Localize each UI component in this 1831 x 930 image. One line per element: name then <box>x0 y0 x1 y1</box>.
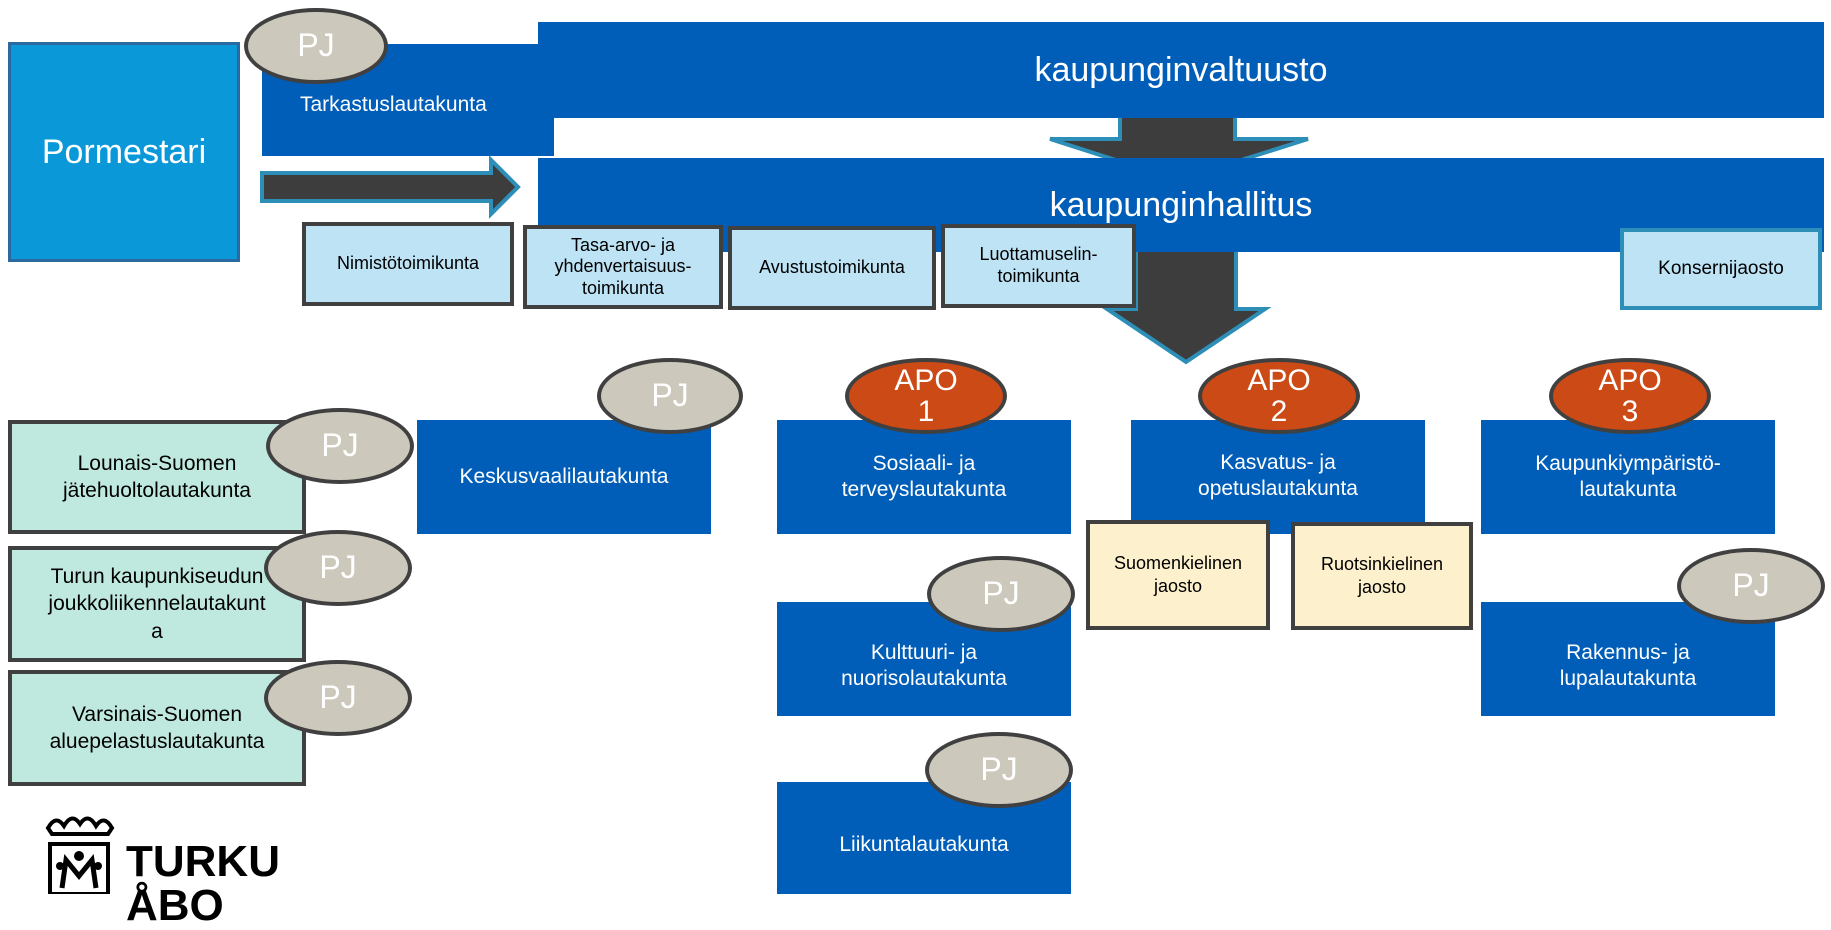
transport-line-3: a <box>151 619 163 643</box>
apo2-line-2: 2 <box>1270 395 1288 428</box>
apo3-badge: APO 3 <box>1549 358 1711 434</box>
sports-pj-badge: PJ <box>925 732 1073 808</box>
mayor-box: Pormestari <box>8 42 240 262</box>
education-board-box: Kasvatus- ja opetuslautakunta <box>1131 420 1425 534</box>
council-bar: kaupunginvaltuusto <box>538 22 1824 118</box>
finnish-division-box: Suomenkielinen jaosto <box>1086 520 1270 630</box>
group-committee-label: Konsernijaosto <box>1658 257 1784 279</box>
pj-label: PJ <box>651 377 689 414</box>
grants-committee-label: Avustustoimikunta <box>759 257 905 278</box>
logo-line-2: ÅBO <box>126 881 224 930</box>
rescue-line-1: Varsinais-Suomen <box>71 702 243 726</box>
trustees-committee-box: Luottamuselin- toimikunta <box>941 224 1136 308</box>
mayor-to-board-arrow <box>260 155 521 219</box>
names-committee-box: Nimistötoimikunta <box>302 222 514 306</box>
trustees-line-1: Luottamuselin- <box>979 244 1098 265</box>
culture-pj-badge: PJ <box>927 556 1075 632</box>
culture-line-1: Kulttuuri- ja <box>870 640 978 664</box>
trustees-line-2: toimikunta <box>997 266 1080 286</box>
apo1-badge: APO 1 <box>845 358 1007 434</box>
election-board-label: Keskusvaalilautakunta <box>459 464 669 488</box>
audit-pj-badge: PJ <box>244 8 388 84</box>
board-label: kaupunginhallitus <box>1049 185 1313 224</box>
turku-logo: TURKU ÅBO <box>42 808 292 928</box>
waste-pj-badge: PJ <box>266 408 414 484</box>
social-line-2: terveyslautakunta <box>841 478 1007 501</box>
social-board-box: Sosiaali- ja terveyslautakunta <box>777 420 1071 534</box>
building-line-2: lupalautakunta <box>1559 667 1697 690</box>
sports-board-label: Liikuntalautakunta <box>839 832 1009 856</box>
equality-line-2: yhdenvertaisuus- <box>554 256 692 277</box>
election-board-box: Keskusvaalilautakunta <box>417 420 711 534</box>
logo-line-1: TURKU <box>126 837 280 886</box>
environment-line-1: Kaupunkiympäristö- <box>1535 451 1721 475</box>
pj-label: PJ <box>297 27 335 64</box>
education-line-2: opetuslautakunta <box>1198 477 1358 501</box>
environment-board-box: Kaupunkiympäristö- lautakunta <box>1481 420 1775 534</box>
grants-committee-box: Avustustoimikunta <box>728 226 936 310</box>
transport-pj-badge: PJ <box>264 530 412 606</box>
pj-label: PJ <box>980 751 1018 788</box>
apo3-line-2: 3 <box>1621 395 1639 428</box>
names-committee-label: Nimistötoimikunta <box>336 253 480 274</box>
mayor-label: Pormestari <box>41 132 207 171</box>
building-line-1: Rakennus- ja <box>1566 640 1690 664</box>
rescue-line-2: aluepelastuslautakunta <box>49 730 265 753</box>
coat-of-arms-icon <box>45 816 115 894</box>
environment-line-2: lautakunta <box>1579 478 1677 501</box>
building-pj-badge: PJ <box>1677 548 1825 624</box>
culture-line-2: nuorisolautakunta <box>841 667 1007 690</box>
rescue-board-box: Varsinais-Suomen aluepelastuslautakunta <box>8 670 306 786</box>
finnish-line-2: jaosto <box>1153 576 1203 596</box>
waste-line-2: jätehuoltolautakunta <box>63 479 251 502</box>
social-line-1: Sosiaali- ja <box>872 451 976 475</box>
swedish-line-2: jaosto <box>1357 577 1407 597</box>
apo1-line-1: APO <box>894 363 958 397</box>
apo2-line-1: APO <box>1247 363 1311 397</box>
pj-label: PJ <box>1732 567 1770 604</box>
election-pj-badge: PJ <box>597 358 743 434</box>
connector-arrows <box>260 104 1309 365</box>
apo3-line-1: APO <box>1598 363 1662 397</box>
finnish-line-1: Suomenkielinen <box>1113 552 1243 573</box>
apo1-line-2: 1 <box>917 395 935 428</box>
waste-board-box: Lounais-Suomen jätehuoltolautakunta <box>8 420 306 534</box>
apo2-badge: APO 2 <box>1198 358 1360 434</box>
waste-line-1: Lounais-Suomen <box>77 451 237 475</box>
pj-label: PJ <box>319 679 357 716</box>
equality-line-3: toimikunta <box>581 277 665 298</box>
transport-line-2: joukkoliikennelautakunt <box>48 592 266 616</box>
board-to-boards-arrow <box>1100 246 1272 365</box>
rescue-pj-badge: PJ <box>264 660 412 736</box>
pj-label: PJ <box>321 427 359 464</box>
audit-committee-label: Tarkastuslautakunta <box>300 92 487 116</box>
group-committee-box: Konsernijaosto <box>1620 228 1822 310</box>
swedish-line-1: Ruotsinkielinen <box>1320 553 1444 574</box>
equality-committee-box: Tasa-arvo- ja yhdenvertaisuus- toimikunt… <box>523 225 723 309</box>
pj-label: PJ <box>319 549 357 586</box>
pj-label: PJ <box>982 575 1020 612</box>
equality-line-1: Tasa-arvo- ja <box>570 234 676 255</box>
swedish-division-box: Ruotsinkielinen jaosto <box>1291 522 1473 630</box>
transport-board-box: Turun kaupunkiseudun joukkoliikennelauta… <box>8 546 306 662</box>
council-label: kaupunginvaltuusto <box>1034 50 1328 89</box>
education-line-1: Kasvatus- ja <box>1220 451 1336 474</box>
transport-line-1: Turun kaupunkiseudun <box>50 565 264 589</box>
